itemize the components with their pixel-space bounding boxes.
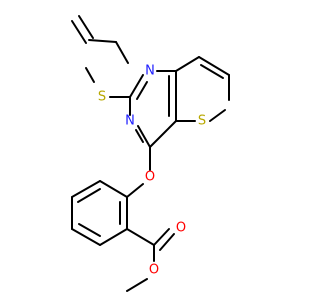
atom-oxygen-aryl-ether: O xyxy=(145,170,155,185)
bond-benzene-4 xyxy=(71,228,101,246)
bond-o-methyl xyxy=(126,278,148,292)
atom-sulfur-thioether: S xyxy=(98,90,106,105)
bond-benzene-5 xyxy=(99,228,128,246)
bond-o-aryl xyxy=(126,183,144,198)
bond-c7-c6-inner xyxy=(200,64,224,79)
benzene-ring xyxy=(71,180,128,246)
bond-s-upper xyxy=(85,67,95,83)
bond-benzene-2 xyxy=(71,180,101,198)
bond-carbonyl-o-double-b xyxy=(159,233,175,251)
atom-oxygen-ester: O xyxy=(149,263,159,278)
bond-c2-n1 xyxy=(129,74,144,98)
allyl-group xyxy=(71,15,129,64)
bond-benzene-2-inner xyxy=(77,188,101,203)
bond-allyl-terminal-double-a xyxy=(71,20,87,44)
bond-c7a-c7 xyxy=(175,56,200,72)
bond-benzene-1 xyxy=(99,180,128,198)
thiophene-ring xyxy=(175,56,230,122)
bond-carbonyl-o-double-a xyxy=(153,228,170,246)
atom-nitrogen-lower: N xyxy=(125,114,135,129)
pyrimidine-ring xyxy=(129,70,177,148)
bond-c4a-c4 xyxy=(149,120,177,148)
bond-allyl-ch-ch2 xyxy=(88,39,117,43)
aryl-ether-linkage xyxy=(126,146,151,198)
bond-c7-c6 xyxy=(198,56,230,76)
thioether-linkage xyxy=(85,67,131,98)
bond-allyl-ch2-s xyxy=(115,41,129,64)
bond-c4-n3-inner xyxy=(135,129,144,143)
bond-allyl-terminal-double-b xyxy=(78,15,94,39)
bond-c4-n3 xyxy=(137,125,151,148)
chemical-structure-diagram: S N N S O O O xyxy=(71,15,230,292)
bond-c2-n1-inner xyxy=(136,81,148,100)
bond-aryl-carbonyl xyxy=(126,228,155,246)
atom-nitrogen-upper: N xyxy=(145,64,155,79)
bond-c5-s xyxy=(209,109,226,122)
atom-oxygen-carbonyl: O xyxy=(176,221,186,236)
atom-sulfur-thiophene: S xyxy=(198,114,206,129)
methyl-ester-group xyxy=(126,228,175,292)
bond-benzene-4-inner xyxy=(78,223,101,237)
